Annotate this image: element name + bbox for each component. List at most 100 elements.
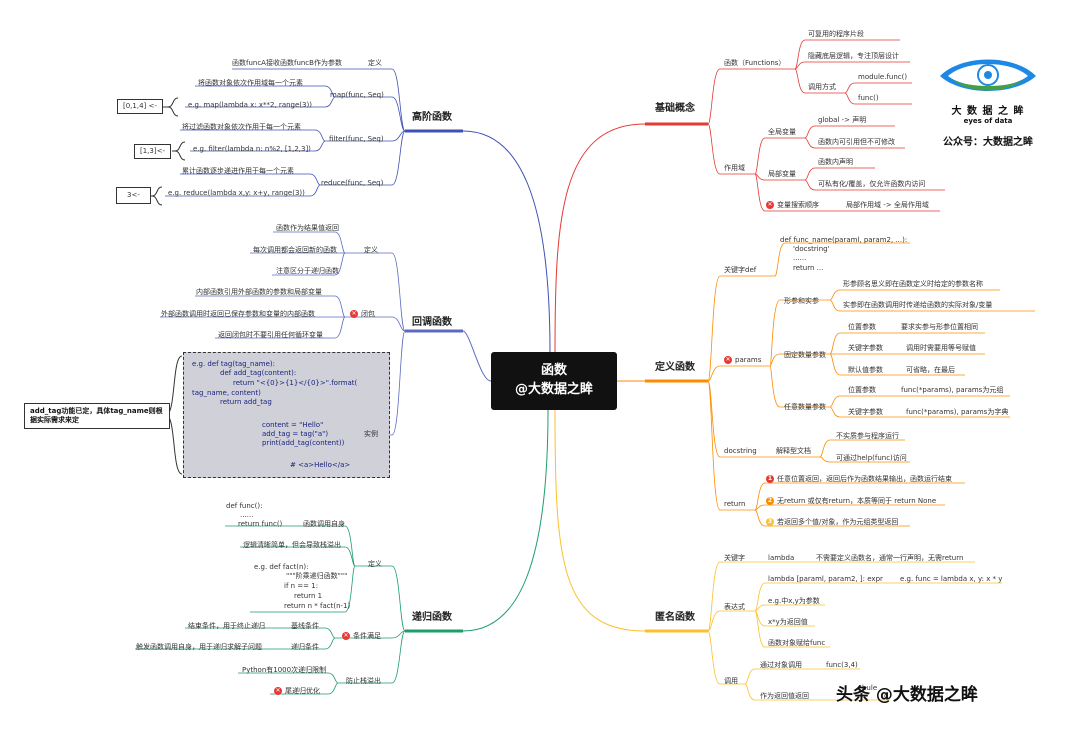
node-expr1[interactable]: lambda [paraml, param2, ]: expr bbox=[768, 575, 883, 583]
node-call2[interactable]: func() bbox=[858, 94, 879, 102]
cb-code2-line-3: print(add_tag(content)) bbox=[262, 439, 345, 447]
node-return[interactable]: return bbox=[724, 500, 746, 508]
node-anon-call1-eg[interactable]: func(3,4) bbox=[826, 661, 858, 669]
node-rec[interactable]: 递归条件 bbox=[291, 643, 319, 651]
branch-callback[interactable]: 回调函数 bbox=[412, 317, 452, 328]
code-def-4: return ... bbox=[793, 264, 824, 272]
node-overflow[interactable]: 防止栈溢出 bbox=[346, 677, 381, 685]
node-expr2[interactable]: e.g.中x,y为参数 bbox=[768, 597, 820, 605]
node-formal1[interactable]: 形参顾名思义即在函数定义时给定的参数名称 bbox=[843, 280, 983, 288]
node-filter[interactable]: filter(func, Seq) bbox=[329, 135, 384, 143]
node-clear[interactable]: 逻辑清晰简单，但会导致栈溢出 bbox=[243, 541, 341, 549]
node-pos[interactable]: 位置参数 bbox=[848, 323, 876, 331]
node-any-kw[interactable]: 关键字参数 bbox=[848, 408, 883, 416]
node-lambda-desc[interactable]: 不需要定义函数名，通常一行声明，无需return bbox=[816, 554, 964, 562]
node-tail[interactable]: ✕尾递归优化 bbox=[274, 687, 320, 695]
node-global-desc[interactable]: 函数内可引用但不可修改 bbox=[818, 138, 895, 146]
cb-code-line-1: e.g. def tag(tag_name): bbox=[192, 360, 275, 368]
node-doc-label[interactable]: 解释型文档 bbox=[776, 447, 811, 455]
node-local-desc[interactable]: 可私有化/覆盖，仅允许函数内访问 bbox=[818, 180, 926, 188]
node-anon-call1[interactable]: 通过对象调用 bbox=[760, 661, 802, 669]
node-def-keyword[interactable]: 关键字def bbox=[724, 266, 757, 274]
node-pos-desc[interactable]: 要求实参与形参位置相同 bbox=[901, 323, 978, 331]
logo-name: 大 数 据 之 眸 bbox=[951, 106, 1025, 117]
node-expr[interactable]: 表达式 bbox=[724, 603, 745, 611]
node-end[interactable]: 结束条件，用于终止递归 bbox=[188, 622, 265, 630]
node-any-pos[interactable]: 位置参数 bbox=[848, 386, 876, 394]
node-call1[interactable]: module.func() bbox=[858, 73, 908, 81]
node-formal[interactable]: 形参和实参 bbox=[784, 297, 819, 305]
node-any-kw-desc[interactable]: func(*params), params为字典 bbox=[906, 408, 1009, 416]
node-local-decl[interactable]: 函数内声明 bbox=[818, 158, 853, 166]
node-functions[interactable]: 函数（Functions） bbox=[724, 59, 786, 67]
node-formal2[interactable]: 实参即在函数调用时传递给函数的实际对象/变量 bbox=[843, 301, 993, 309]
node-lambda[interactable]: lambda bbox=[768, 554, 795, 562]
node-trigger[interactable]: 触发函数调用自身，用于递归求解子问题 bbox=[136, 643, 262, 651]
node-any-pos-desc[interactable]: func(*params), params为元组 bbox=[901, 386, 1004, 394]
node-fixed[interactable]: 固定数量参数 bbox=[784, 351, 826, 359]
node-doc1[interactable]: 不实质参与程序运行 bbox=[836, 432, 899, 440]
node-search[interactable]: ✕变量搜索顺序 bbox=[766, 201, 819, 209]
node-cb-example[interactable]: 实例 bbox=[364, 430, 378, 438]
node-kw-desc[interactable]: 调用时需要用等号赋值 bbox=[906, 344, 976, 352]
number-1-icon: 1 bbox=[766, 475, 774, 483]
node-global[interactable]: 全局变量 bbox=[768, 128, 796, 136]
node-closure[interactable]: ✕闭包 bbox=[350, 310, 375, 318]
node-search-desc[interactable]: 局部作用域 -> 全局作用域 bbox=[846, 201, 929, 209]
node-local[interactable]: 局部变量 bbox=[768, 170, 796, 178]
node-hide[interactable]: 隐藏底层逻辑，专注顶层设计 bbox=[808, 52, 899, 60]
node-anon-call2[interactable]: 作为返回值返回 bbox=[760, 692, 809, 700]
node-filter-desc[interactable]: 将过滤函数对象依次作用于每一个元素 bbox=[182, 123, 301, 131]
node-cb-d2[interactable]: 每次调用都会返回新的函数 bbox=[253, 246, 337, 254]
node-docstring[interactable]: docstring bbox=[724, 447, 757, 455]
branch-recursive[interactable]: 递归函数 bbox=[412, 612, 452, 623]
wire-higher bbox=[462, 130, 551, 353]
callback-note-box: add_tag功能已定，具体tag_name则根据实际需求来定 bbox=[24, 403, 170, 429]
node-default[interactable]: 默认值参数 bbox=[848, 366, 883, 374]
branch-anon[interactable]: 匿名函数 bbox=[655, 612, 695, 623]
node-self-call[interactable]: 函数调用自身 bbox=[303, 520, 345, 528]
node-cb-def[interactable]: 定义 bbox=[364, 246, 378, 254]
node-reduce-desc[interactable]: 累计函数逐步递进作用于每一个元素 bbox=[182, 167, 294, 175]
node-default-desc[interactable]: 可省略，在最后 bbox=[906, 366, 955, 374]
node-map-desc[interactable]: 将函数对象依次作用域每一个元素 bbox=[198, 79, 303, 87]
node-scope[interactable]: 作用域 bbox=[724, 164, 745, 172]
central-topic[interactable]: 函数 @大数据之眸 bbox=[491, 352, 617, 410]
branch-basic[interactable]: 基础概念 bbox=[655, 103, 695, 114]
filter-output-box: [1,3]<- bbox=[134, 144, 171, 159]
node-map[interactable]: map(func, Seq) bbox=[330, 91, 384, 99]
node-reduce[interactable]: reduce(func, Seq) bbox=[321, 179, 384, 187]
node-higher-def[interactable]: 定义 bbox=[368, 59, 382, 67]
node-map-eg[interactable]: e.g. map(lambda x: x**2, range(3)) bbox=[188, 101, 312, 109]
node-anon-call[interactable]: 调用 bbox=[724, 677, 738, 685]
node-cb-c3[interactable]: 返回闭包时不要引用任何循环变量 bbox=[218, 331, 323, 339]
node-limit[interactable]: Python有1000次递归限制 bbox=[242, 666, 327, 674]
node-expr1-eg[interactable]: e.g. func = lambda x, y: x * y bbox=[900, 575, 1003, 583]
node-call-way[interactable]: 调用方式 bbox=[808, 83, 836, 91]
node-doc2[interactable]: 可通过help(func)访问 bbox=[836, 454, 907, 462]
node-expr4[interactable]: 函数对象赋给func bbox=[768, 639, 826, 647]
node-filter-eg[interactable]: e.g. filter(lambda n: n%2, [1,2,3]) bbox=[193, 145, 311, 153]
node-global-decl[interactable]: global -> 声明 bbox=[818, 116, 867, 124]
rec-fact-3: if n == 1: bbox=[284, 582, 319, 590]
node-cond[interactable]: ✕条件满足 bbox=[342, 632, 381, 640]
node-base[interactable]: 基线条件 bbox=[291, 622, 319, 630]
node-any[interactable]: 任意数量参数 bbox=[784, 403, 826, 411]
node-cb-c2[interactable]: 外部函数调用时返回已保存参数和变量的内部函数 bbox=[161, 310, 315, 318]
node-anon-keyword[interactable]: 关键字 bbox=[724, 554, 745, 562]
node-reuse[interactable]: 可复用的程序片段 bbox=[808, 30, 864, 38]
node-cb-c1[interactable]: 内部函数引用外部函数的参数和局部变量 bbox=[196, 288, 322, 296]
branch-define[interactable]: 定义函数 bbox=[655, 362, 695, 373]
node-cb-d1[interactable]: 函数作为结果值返回 bbox=[276, 224, 339, 232]
branch-higher[interactable]: 高阶函数 bbox=[412, 112, 452, 123]
node-rec-def[interactable]: 定义 bbox=[368, 560, 382, 568]
node-reduce-eg[interactable]: e.g. reduce(lambda x,y: x+y, range(3)) bbox=[168, 189, 305, 197]
node-params[interactable]: ✕params bbox=[724, 356, 762, 364]
node-expr3[interactable]: x*y为返回值 bbox=[768, 618, 808, 626]
node-cb-d3[interactable]: 注意区分于递归函数 bbox=[276, 267, 339, 275]
node-higher-def-text[interactable]: 函数funcA接收函数funcB作为参数 bbox=[232, 59, 342, 67]
node-kw[interactable]: 关键字参数 bbox=[848, 344, 883, 352]
